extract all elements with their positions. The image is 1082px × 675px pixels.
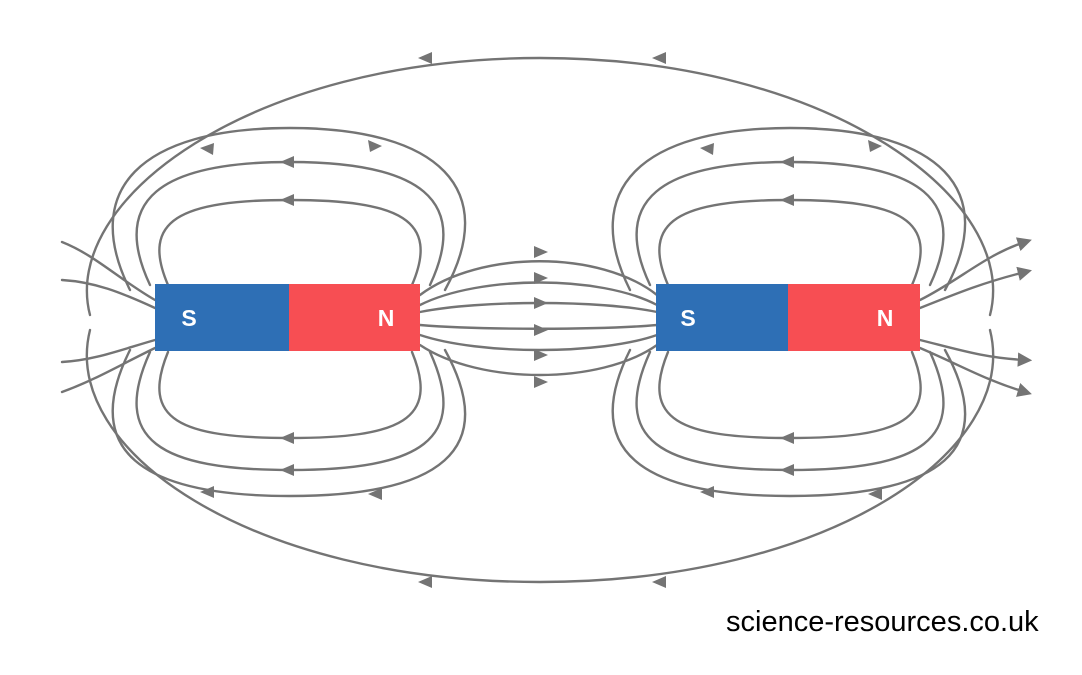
- field-line: [418, 281, 659, 307]
- field-line-arrow-icon: [534, 349, 548, 361]
- field-line: [635, 160, 945, 287]
- outer-field-lines: [85, 56, 995, 584]
- field-line-arrow-icon: [280, 156, 294, 168]
- field-line-arrow-icon: [368, 488, 382, 500]
- right-magnet-south-pole: [656, 284, 788, 351]
- field-line-arrow-icon: [280, 432, 294, 444]
- field-line: [918, 237, 1032, 302]
- field-line-arrow-icon: [534, 246, 548, 258]
- field-line: [111, 126, 467, 292]
- field-line: [658, 198, 922, 287]
- field-line-arrow-icon: [780, 194, 794, 206]
- field-line-arrow-icon: [868, 488, 882, 500]
- field-line-arrow-icon: [652, 576, 666, 588]
- field-line: [85, 328, 995, 584]
- field-line-arrow-icon: [280, 464, 294, 476]
- field-line: [611, 348, 967, 498]
- field-line: [111, 348, 467, 498]
- right-bar-magnet: S N: [656, 284, 920, 351]
- field-line: [635, 350, 945, 472]
- field-line: [611, 126, 967, 292]
- field-line-arrow-icon: [700, 143, 714, 155]
- field-line-arrow-icon: [200, 143, 214, 155]
- field-line: [918, 266, 1032, 310]
- field-line-arrow-icon: [780, 156, 794, 168]
- field-line: [418, 333, 659, 352]
- field-line-arrow-icon: [368, 140, 382, 152]
- field-line: [60, 240, 157, 302]
- left-magnet-south-pole: [155, 284, 289, 351]
- right-magnet-north-label: N: [877, 305, 894, 331]
- field-line-arrow-icon: [780, 464, 794, 476]
- field-arrows: [200, 52, 882, 588]
- field-line: [418, 343, 659, 377]
- field-line-arrow-icon: [418, 576, 432, 588]
- field-line-arrow-icon: [534, 272, 548, 284]
- field-line-arrow-icon: [780, 432, 794, 444]
- field-line: [658, 350, 922, 440]
- field-line: [135, 160, 445, 287]
- between-magnet-field-lines: [418, 260, 659, 377]
- field-line: [418, 260, 659, 297]
- field-line-arrow-icon: [418, 52, 432, 64]
- field-line: [918, 346, 1032, 397]
- field-line: [60, 278, 157, 310]
- field-line-arrow-icon: [700, 486, 714, 498]
- right-magnet-south-label: S: [680, 305, 695, 331]
- field-line-arrow-icon: [280, 194, 294, 206]
- field-line-arrow-icon: [534, 324, 548, 336]
- left-magnet-north-label: N: [378, 305, 395, 331]
- left-magnet-north-pole: [289, 284, 420, 351]
- left-bar-magnet: S N: [155, 284, 420, 351]
- field-line: [85, 56, 995, 317]
- field-line: [135, 350, 445, 472]
- field-line: [158, 350, 422, 440]
- field-line-arrow-icon: [200, 486, 214, 498]
- source-credit: science-resources.co.uk: [726, 606, 1039, 638]
- field-line: [60, 338, 157, 364]
- field-line-arrow-icon: [868, 140, 882, 152]
- field-line-arrow-icon: [652, 52, 666, 64]
- field-line: [60, 346, 157, 394]
- field-line: [158, 198, 422, 287]
- field-line-arrow-icon: [534, 297, 548, 309]
- right-magnet-north-pole: [788, 284, 920, 351]
- left-magnet-south-label: S: [181, 305, 196, 331]
- field-line: [918, 338, 1033, 367]
- field-line-arrow-icon: [534, 376, 548, 388]
